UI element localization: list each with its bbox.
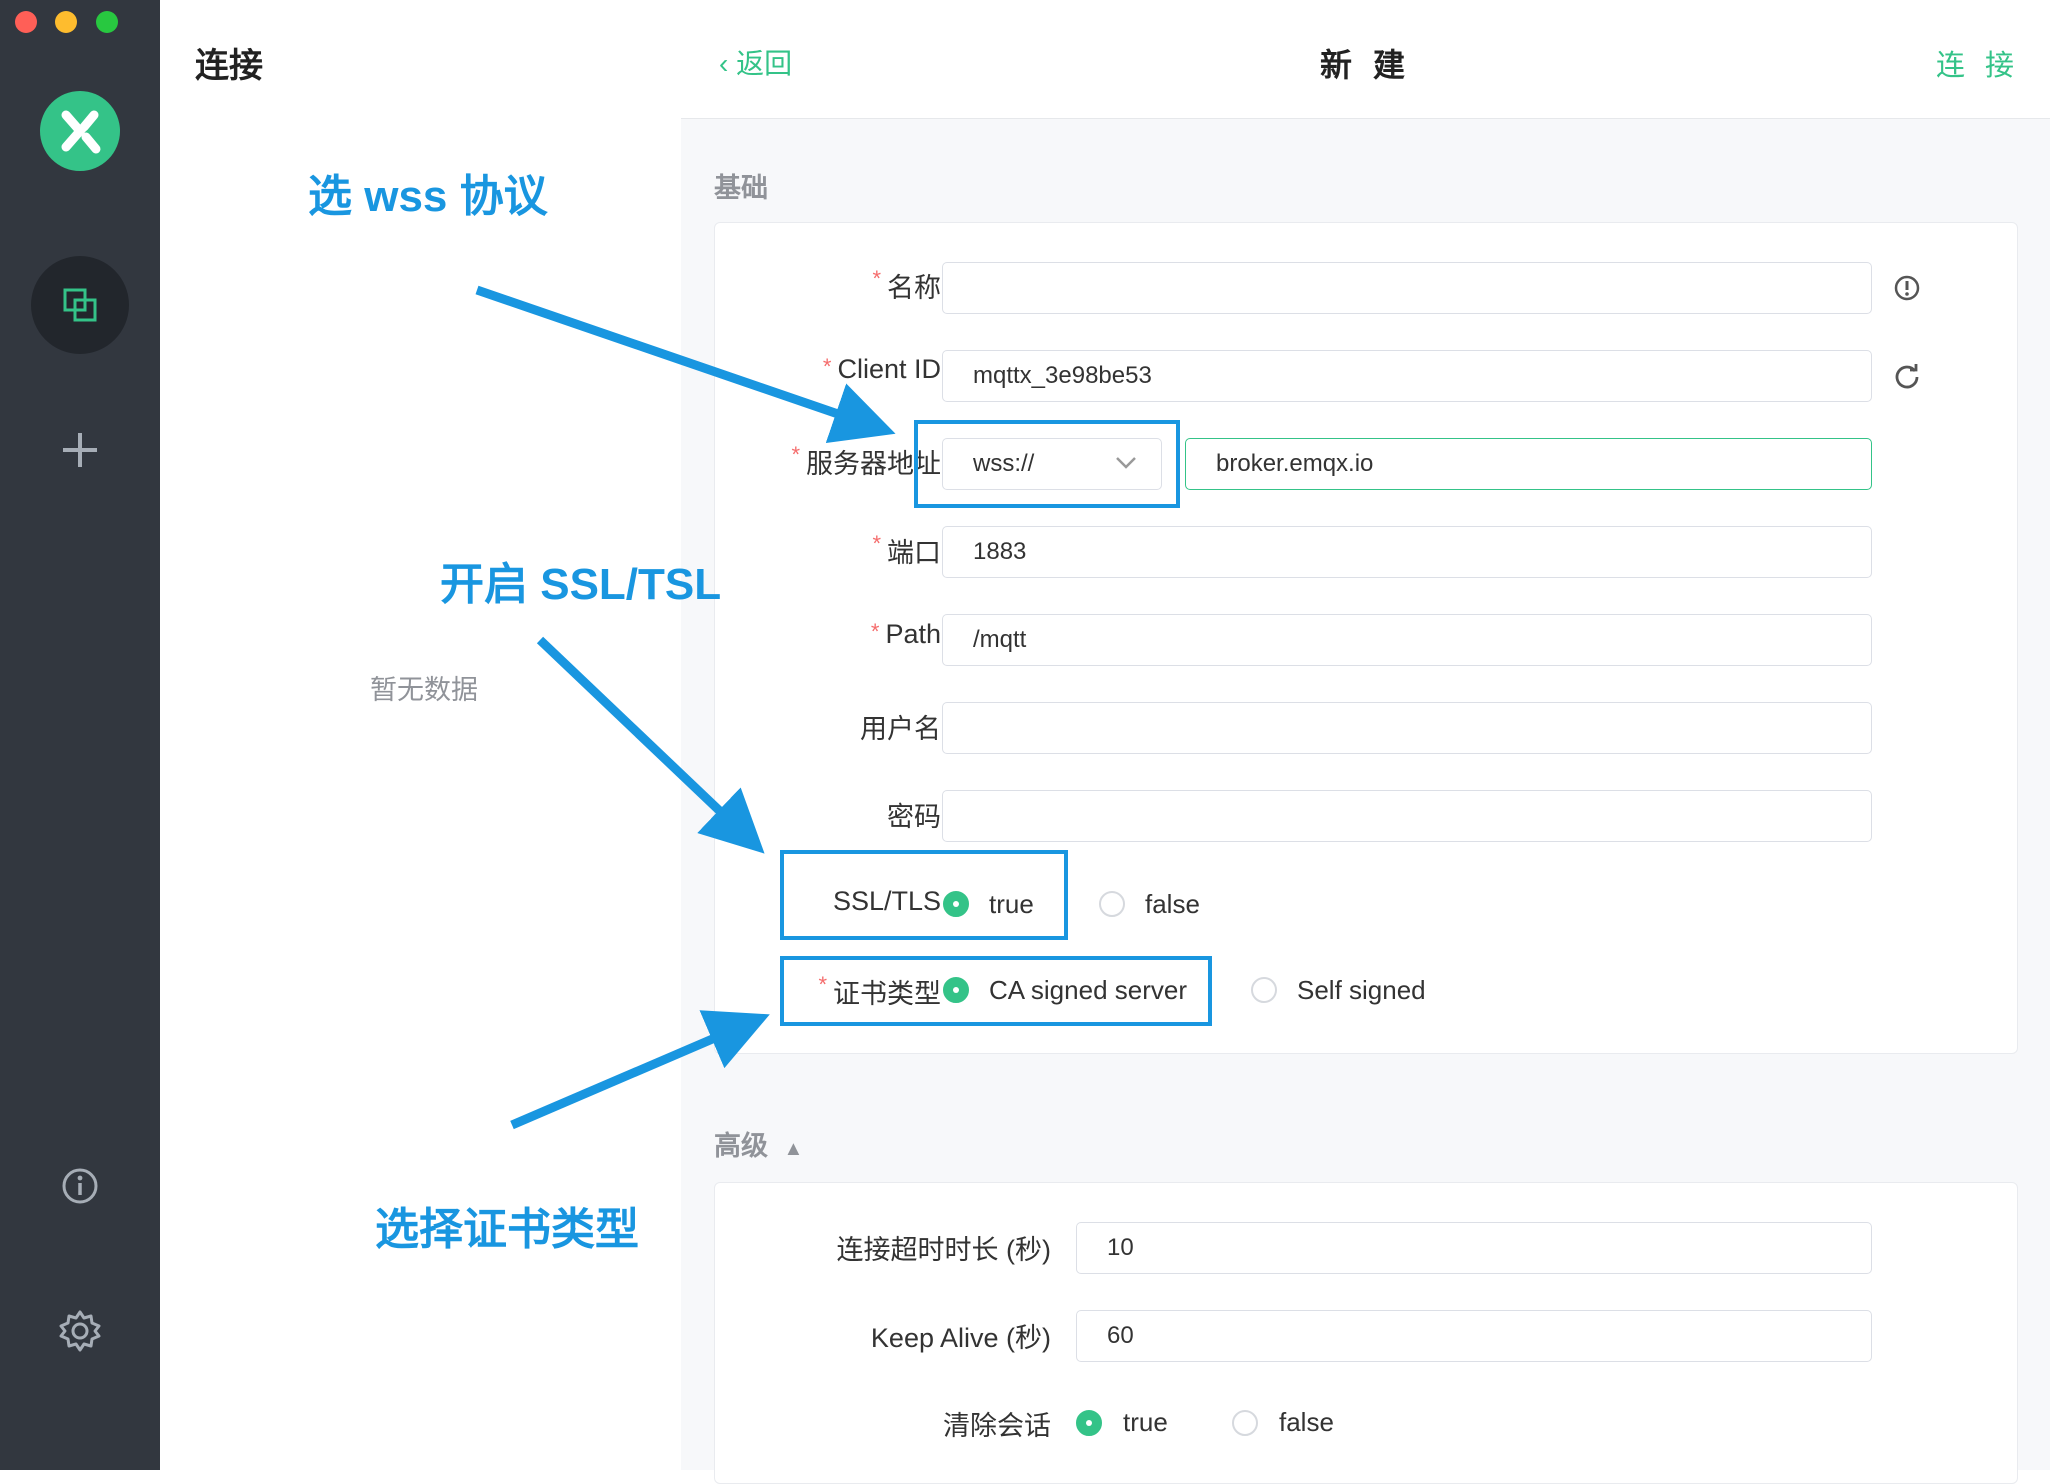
refresh-icon[interactable] — [1893, 362, 1921, 390]
chevron-down-icon — [1116, 457, 1136, 469]
connections-icon — [63, 288, 97, 322]
top-bar: ‹ 返回 新 建 连 接 — [681, 0, 2050, 119]
clean-false-radio[interactable] — [1232, 1410, 1258, 1436]
annotation-box-protocol — [914, 420, 1180, 508]
timeout-label: 连接超时时长 (秒) — [836, 1235, 1051, 1265]
app-sidebar — [0, 0, 160, 1470]
username-input[interactable] — [942, 702, 1872, 754]
ssl-true-radio[interactable] — [943, 891, 969, 917]
plus-icon[interactable] — [60, 430, 100, 470]
port-label: *端口 — [872, 531, 941, 568]
protocol-select[interactable]: wss:// — [942, 438, 1162, 490]
ssl-false-radio[interactable] — [1099, 891, 1125, 917]
clean-session-label: 清除会话 — [943, 1411, 1051, 1441]
annotation-ssl: 开启 SSL/TSL — [440, 560, 722, 609]
name-label: *名称 — [872, 266, 941, 303]
arrow-to-cert — [510, 1010, 770, 1130]
main-panel: ‹ 返回 新 建 连 接 基础 *名称 *Client ID mqttx_3e9… — [681, 0, 2050, 1484]
path-input[interactable]: /mqtt — [942, 614, 1872, 666]
arrow-to-protocol — [475, 285, 896, 444]
keepalive-label: Keep Alive (秒) — [870, 1323, 1051, 1353]
cert-ca-radio[interactable] — [943, 977, 969, 1003]
connect-button[interactable]: 连 接 — [1935, 50, 2020, 82]
client-id-input[interactable]: mqttx_3e98be53 — [942, 350, 1872, 402]
ssl-label: SSL/TLS — [832, 886, 941, 916]
window-minimize-button[interactable] — [55, 11, 77, 33]
window-zoom-button[interactable] — [96, 11, 118, 33]
warning-icon — [1894, 275, 1920, 301]
annotation-wss: 选 wss 协议 — [308, 172, 548, 221]
name-input[interactable] — [942, 262, 1872, 314]
info-icon[interactable] — [61, 1167, 99, 1205]
back-label: 返回 — [736, 48, 793, 79]
settings-icon[interactable] — [58, 1309, 102, 1353]
annotation-box-cert — [780, 956, 1212, 1026]
advanced-section-title: 高级 — [714, 1131, 768, 1161]
chevron-left-icon: ‹ — [719, 48, 729, 79]
cert-type-label: *证书类型 — [818, 972, 941, 1009]
arrow-to-ssl — [536, 636, 765, 854]
caret-up-icon: ▲ — [783, 1138, 804, 1160]
protocol-value: wss:// — [973, 450, 1035, 477]
password-label: 密码 — [887, 802, 941, 832]
keepalive-input[interactable]: 60 — [1076, 1310, 1872, 1362]
clean-true-radio[interactable] — [1076, 1410, 1102, 1436]
basic-section-title: 基础 — [714, 173, 768, 203]
window-close-button[interactable] — [15, 11, 37, 33]
empty-state: 暂无数据 — [370, 675, 478, 705]
port-input[interactable]: 1883 — [942, 526, 1872, 578]
clean-true-label: true — [1123, 1407, 1168, 1437]
host-input[interactable]: broker.emqx.io — [1185, 438, 1872, 490]
page-title: 新 建 — [1320, 47, 1411, 83]
cert-self-radio[interactable] — [1251, 977, 1277, 1003]
path-label: *Path — [870, 619, 941, 649]
annotation-box-ssl — [780, 850, 1068, 940]
advanced-section-toggle[interactable]: 高级 ▲ — [714, 1124, 803, 1163]
ssl-true-label: true — [989, 889, 1034, 919]
cert-ca-label: CA signed server — [989, 975, 1187, 1005]
timeout-input[interactable]: 10 — [1076, 1222, 1872, 1274]
password-input[interactable] — [942, 790, 1872, 842]
connection-list: 连接 暂无数据 — [160, 0, 682, 1470]
list-title: 连接 — [195, 47, 263, 85]
username-label: 用户名 — [860, 714, 941, 744]
cert-self-label: Self signed — [1297, 975, 1426, 1005]
sidebar-item-connections[interactable] — [31, 256, 129, 354]
clean-false-label: false — [1279, 1407, 1334, 1437]
client-id-label: *Client ID — [822, 354, 941, 384]
app-logo — [40, 91, 120, 171]
ssl-false-label: false — [1145, 889, 1200, 919]
host-label: *服务器地址 — [791, 442, 941, 479]
annotation-cert: 选择证书类型 — [375, 1205, 639, 1254]
back-button[interactable]: ‹ 返回 — [719, 42, 792, 82]
